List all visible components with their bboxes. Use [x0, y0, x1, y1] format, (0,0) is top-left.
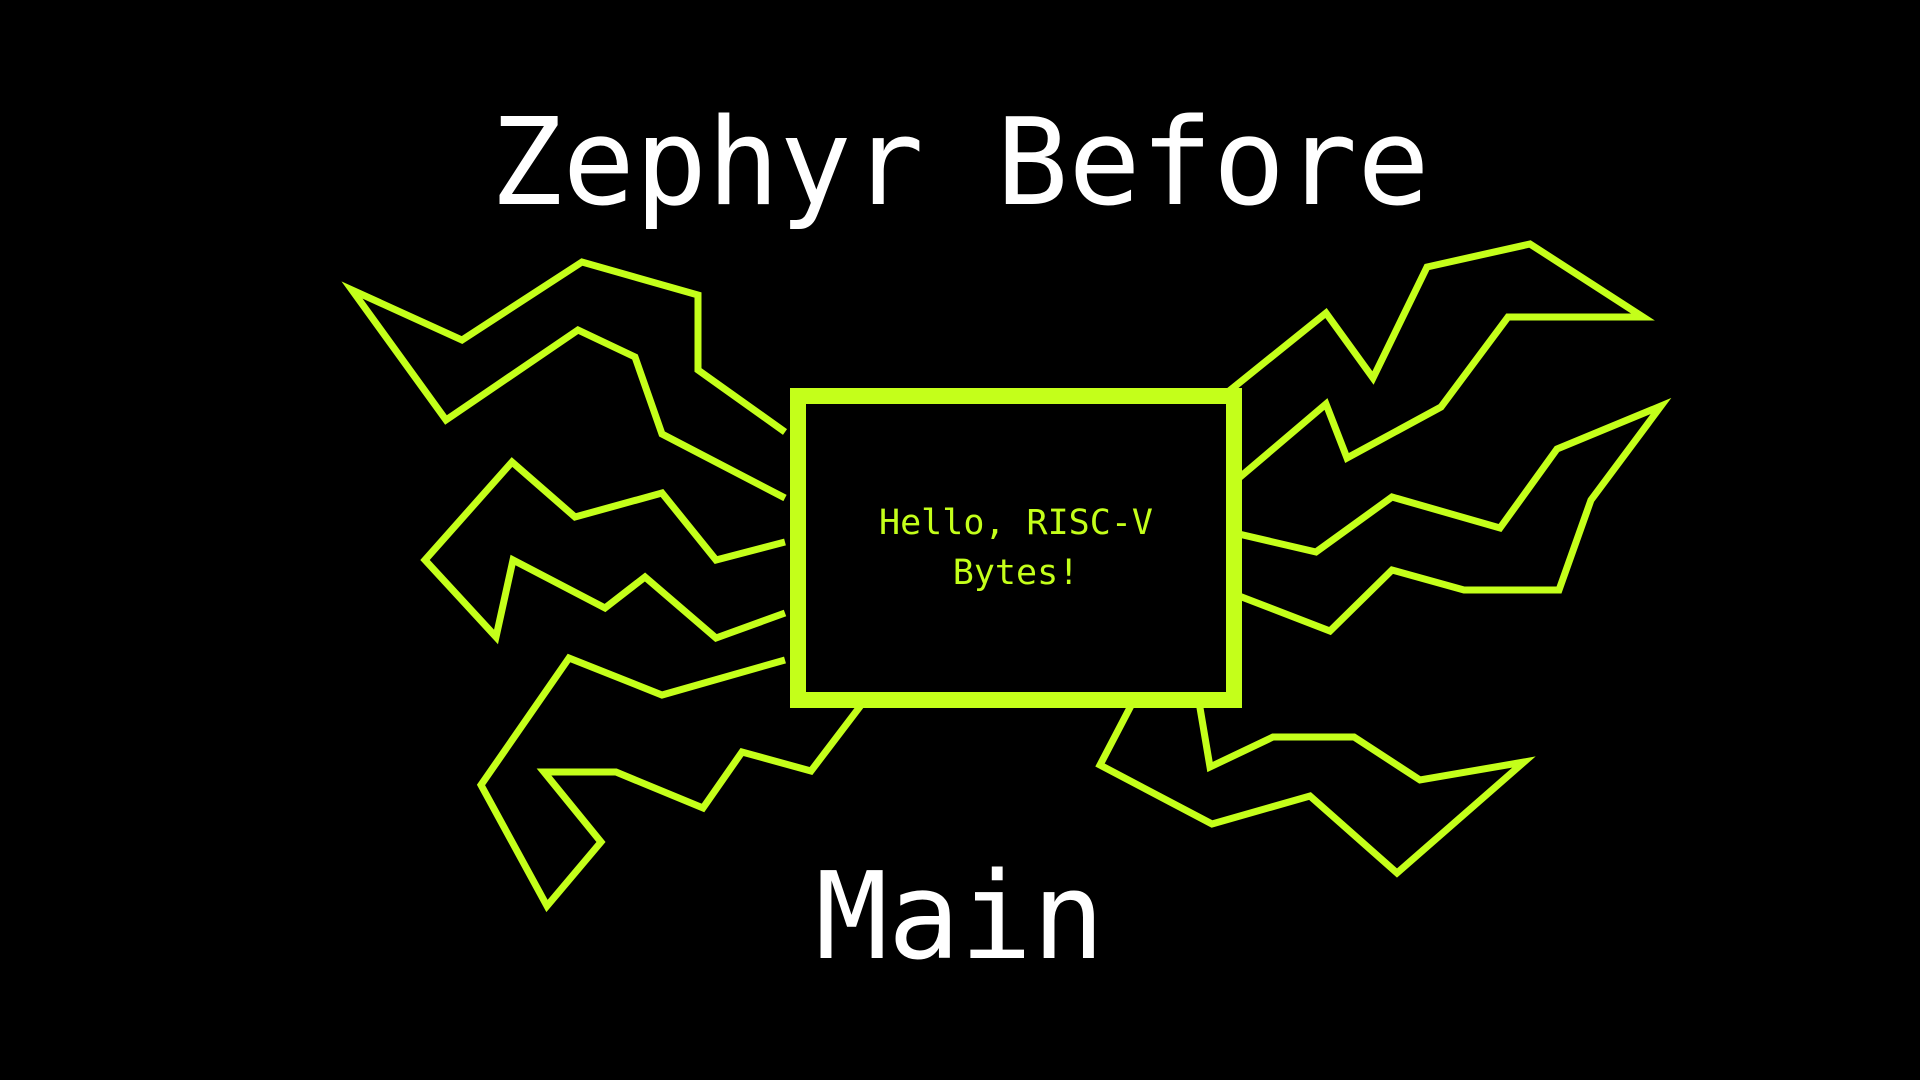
wire-lower-left: [476, 653, 871, 913]
wire-lower-right: [1095, 695, 1536, 878]
title-line-2: Main: [815, 848, 1105, 987]
wire-upper-right: [1210, 240, 1655, 503]
wire-middle-right: [1211, 397, 1672, 636]
wire-group: [341, 240, 1672, 913]
wire-upper-left-outer: [341, 258, 788, 502]
chip-label: Hello, RISC-V Bytes!: [879, 503, 1153, 593]
wire-middle-left: [420, 457, 787, 645]
title-line-1: Zephyr Before: [490, 94, 1430, 233]
chip-box: Hello, RISC-V Bytes!: [790, 388, 1242, 708]
